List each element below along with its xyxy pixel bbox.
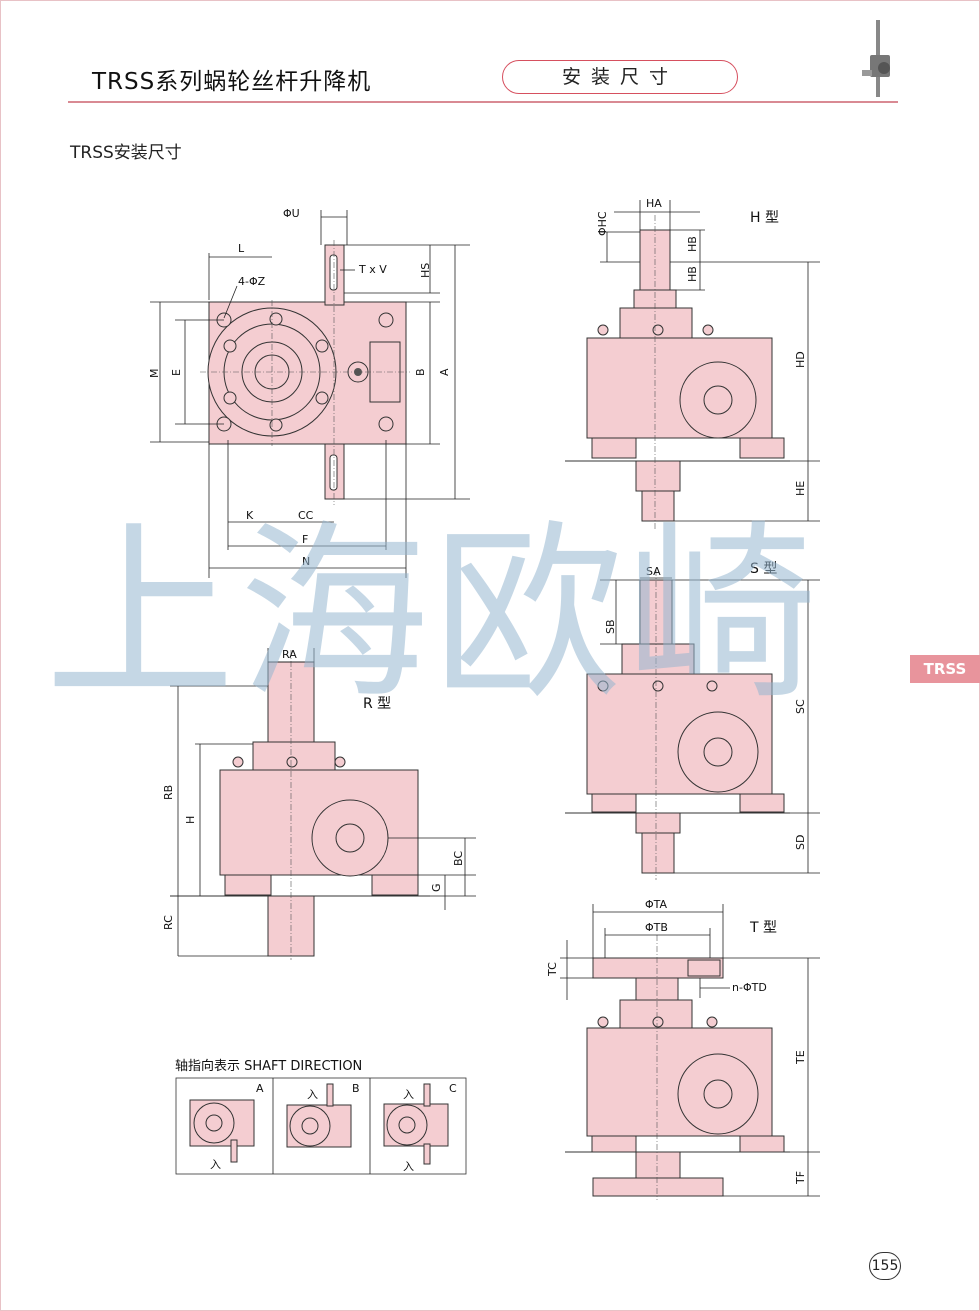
- dim-tc-label: TC: [546, 962, 559, 977]
- page-number: 155: [869, 1252, 901, 1280]
- screw-jack-logo-icon: [862, 20, 890, 97]
- r-type-title: R 型: [363, 696, 391, 712]
- dim-sa-label: SA: [646, 565, 661, 578]
- s-type-drawing: SA SB SC SD S 型: [565, 561, 820, 880]
- dim-z-label: 4-ΦZ: [238, 275, 266, 288]
- t-type-title: T 型: [749, 920, 777, 936]
- dim-sb-label: SB: [604, 619, 617, 634]
- dim-b-label: B: [414, 368, 427, 376]
- dim-k-label: K: [246, 509, 254, 522]
- dim-n-label: N: [302, 555, 310, 568]
- dim-bc-label: BC: [452, 851, 465, 866]
- h-type-title: H 型: [750, 210, 779, 226]
- dim-e-label: E: [170, 369, 183, 376]
- r-type-drawing: RA RB H BC G RC R 型: [162, 648, 476, 960]
- dim-tf-label: TF: [794, 1171, 807, 1185]
- side-tab-badge: TRSS: [910, 655, 980, 683]
- dim-h-label: H: [184, 816, 197, 824]
- dim-l-label: L: [238, 242, 245, 255]
- dim-phi-hc-label: ΦHC: [596, 211, 609, 236]
- dim-n-td-label: n-ΦTD: [732, 981, 767, 994]
- dim-hd-label: HD: [794, 351, 807, 368]
- section-heading: TRSS安装尺寸: [70, 143, 182, 163]
- dim-phi-u-label: ΦU: [283, 207, 300, 220]
- s-type-title: S 型: [750, 561, 777, 577]
- shaft-direction-title: 轴指向表示 SHAFT DIRECTION: [175, 1058, 362, 1074]
- shaft-panel-b-label: B: [352, 1082, 360, 1095]
- dim-hs-label: HS: [419, 263, 432, 278]
- h-type-drawing: HA ΦHC HB HB HD HE H 型: [565, 197, 820, 530]
- shaft-panel-a-input: 入: [210, 1158, 221, 1171]
- dim-rb-label: RB: [162, 785, 175, 800]
- header-divider: [68, 101, 898, 103]
- dim-sc-label: SC: [794, 699, 807, 714]
- dim-sd-label: SD: [794, 835, 807, 850]
- dim-ha-label: HA: [646, 197, 662, 210]
- dim-rc-label: RC: [162, 915, 175, 930]
- dim-phi-ta-label: ΦTA: [645, 898, 668, 911]
- shaft-panel-c-input-2: 入: [403, 1160, 414, 1173]
- dim-a-label: A: [438, 368, 451, 376]
- dim-he-label: HE: [794, 481, 807, 496]
- shaft-panel-b-input: 入: [307, 1088, 318, 1101]
- dim-hb2-label: HB: [686, 266, 699, 282]
- shaft-panel-c-input: 入: [403, 1088, 414, 1101]
- dim-cc-label: CC: [298, 509, 314, 522]
- dim-hb-label: HB: [686, 236, 699, 252]
- dim-g-label: G: [430, 883, 443, 892]
- top-view-drawing: ΦU L 4-ΦZ T x V HS M E B A K CC F N: [148, 207, 470, 578]
- shaft-panel-a-label: A: [256, 1082, 264, 1095]
- dim-m-label: M: [148, 369, 161, 379]
- page-title: TRSS系列蜗轮丝杆升降机: [92, 69, 372, 95]
- dim-te-label: TE: [794, 1050, 807, 1065]
- section-tab-badge: 安装尺寸: [502, 60, 738, 94]
- dim-f-label: F: [302, 533, 308, 546]
- shaft-direction-panel: 轴指向表示 SHAFT DIRECTION A 入 B 入 C 入 入: [175, 1058, 467, 1175]
- dim-phi-tb-label: ΦTB: [645, 921, 668, 934]
- dim-ra-label: RA: [282, 648, 297, 661]
- shaft-panel-c-label: C: [449, 1082, 457, 1095]
- dim-txv-label: T x V: [358, 263, 387, 276]
- t-type-drawing: ΦTA ΦTB TC n-ΦTD TE TF T 型: [546, 898, 820, 1200]
